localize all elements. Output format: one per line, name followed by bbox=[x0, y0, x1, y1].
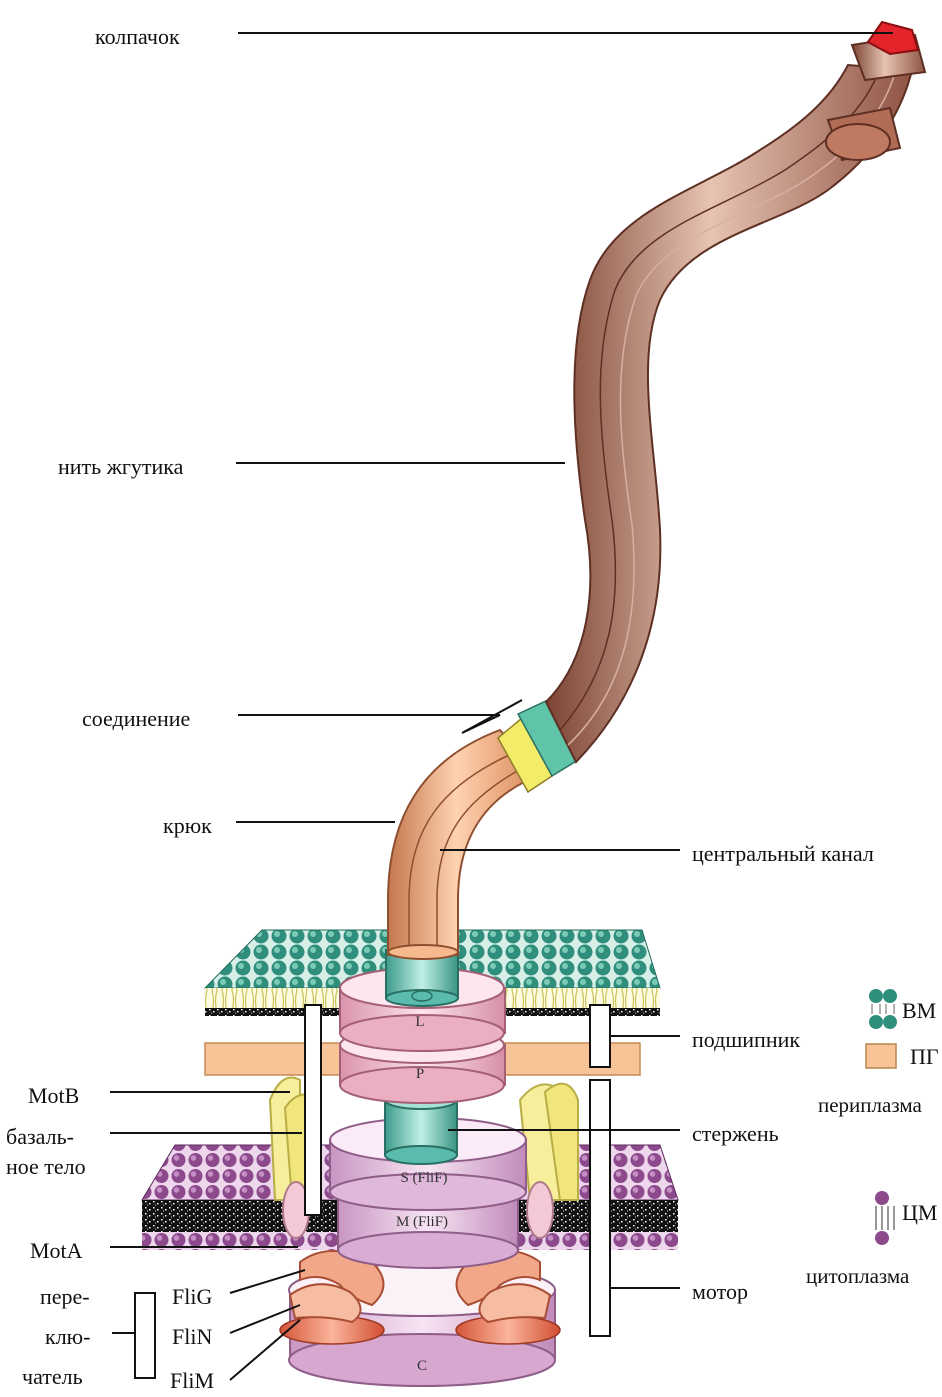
label-rod: стержень bbox=[692, 1121, 779, 1146]
label-flim: FliM bbox=[170, 1368, 214, 1393]
ring-c-label: C bbox=[417, 1358, 427, 1374]
filament bbox=[546, 65, 912, 762]
label-central-channel: центральный канал bbox=[692, 841, 874, 866]
legend-pg-swatch bbox=[866, 1044, 896, 1068]
label-mota: MotA bbox=[30, 1238, 83, 1263]
label-switch-3: чатель bbox=[22, 1364, 83, 1389]
label-basal-body-2: ное тело bbox=[6, 1154, 86, 1179]
legend-cytoplasm-label: цитоплазма bbox=[806, 1264, 910, 1288]
label-bearing: подшипник bbox=[692, 1027, 800, 1052]
label-hook: крюк bbox=[163, 813, 212, 838]
legend-om-label: ВМ bbox=[902, 998, 936, 1023]
ring-s-label: S (FliF) bbox=[400, 1170, 447, 1186]
label-switch-1: пере- bbox=[40, 1284, 90, 1309]
ring-m-label: M (FliF) bbox=[396, 1214, 448, 1230]
legend-om-icon bbox=[869, 989, 897, 1029]
label-filament: нить жгутика bbox=[58, 454, 184, 479]
bearing-bracket bbox=[590, 1005, 610, 1067]
label-switch-2: клю- bbox=[45, 1324, 90, 1349]
legend-cm-icon bbox=[875, 1191, 894, 1245]
label-motor: мотор bbox=[692, 1279, 748, 1304]
label-flin: FliN bbox=[172, 1324, 212, 1349]
label-basal-body-1: базаль- bbox=[6, 1124, 74, 1149]
legend-periplasm-label: периплазма bbox=[818, 1093, 922, 1117]
label-cap: колпачок bbox=[95, 24, 180, 49]
legend-pg-label: ПГ bbox=[910, 1044, 939, 1069]
legend-cm-label: ЦМ bbox=[902, 1200, 937, 1225]
label-junction: соединение bbox=[82, 706, 190, 731]
label-flig: FliG bbox=[172, 1284, 212, 1309]
switch-bracket bbox=[135, 1293, 155, 1378]
ring-p-label: P bbox=[416, 1066, 424, 1082]
motor-bracket bbox=[590, 1080, 610, 1336]
ring-l-label: L bbox=[415, 1014, 424, 1030]
basal-body-bracket bbox=[305, 1005, 321, 1215]
label-motb: MotB bbox=[28, 1083, 79, 1108]
